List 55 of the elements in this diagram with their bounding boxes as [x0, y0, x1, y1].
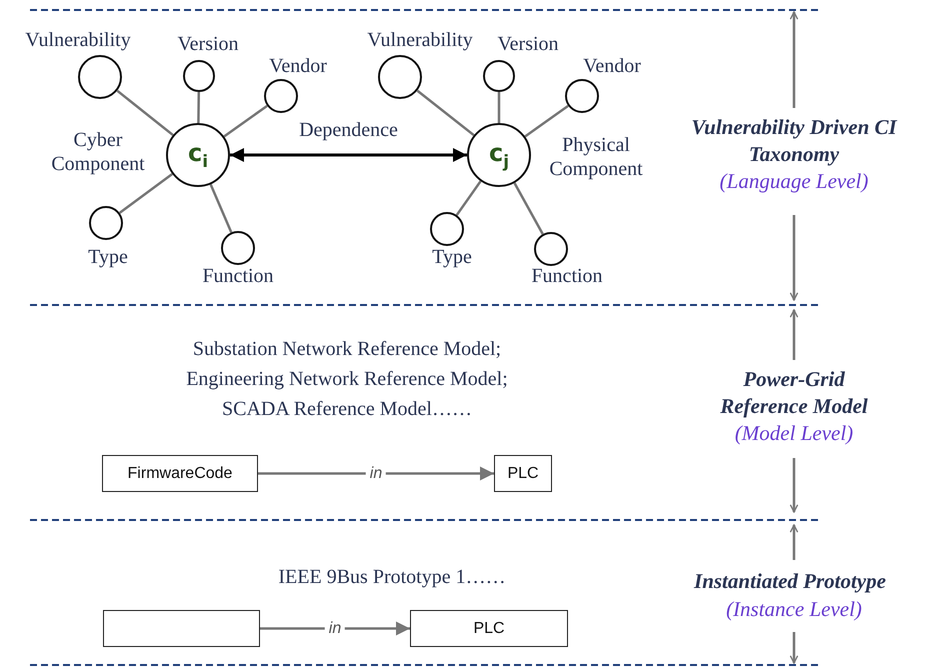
attribute-label: Function [201, 264, 275, 288]
attribute-circle [483, 60, 515, 92]
level-name: (Instance Level) [725, 596, 863, 623]
attribute-circle [89, 206, 123, 240]
attribute-label: Type [431, 245, 473, 269]
level-name: (Language Level) [718, 168, 870, 195]
class-box [102, 455, 258, 492]
component-symbol: c$_{i}$ [188, 138, 208, 172]
attribute-label: Vendor [268, 54, 328, 78]
class-box [410, 610, 568, 647]
level-name: (Model Level) [734, 420, 854, 447]
connector-line [210, 184, 232, 233]
connector-line [498, 92, 500, 123]
connector-line [116, 90, 174, 136]
component-node [166, 123, 230, 187]
attribute-label: Function [530, 264, 604, 288]
attribute-circle [78, 55, 122, 99]
attribute-label: Vendor [582, 54, 642, 78]
component-label: Cyber Component [50, 128, 146, 176]
attribute-circle [534, 232, 568, 266]
connector-line [524, 104, 569, 138]
connector-line [223, 104, 268, 138]
component-symbol: c$_{j}$ [488, 138, 510, 172]
attribute-label: Version [176, 32, 240, 56]
class-name: PLC [473, 620, 505, 638]
level-title: Power-Grid Reference Model [719, 366, 869, 420]
component-label: Physical Component [548, 133, 644, 181]
attribute-circle [565, 79, 599, 113]
connector-line [197, 92, 200, 124]
prototype-note: IEEE 9Bus Prototype 1…… [277, 565, 507, 590]
level-title: Instantiated Prototype [692, 568, 887, 595]
attribute-circle [378, 55, 422, 99]
attribute-label: Vulnerability [366, 28, 474, 52]
attribute-circle [221, 231, 255, 265]
attribute-label: Version [496, 32, 560, 56]
model-list: Substation Network Reference Model; Engineering Network Reference Model; SCADA Reference Model…… [157, 334, 537, 424]
edge-label: Dependence [298, 119, 399, 142]
attribute-circle [264, 79, 298, 113]
class-box [103, 610, 260, 647]
attribute-circle [430, 212, 464, 246]
connector-line [513, 182, 544, 235]
level-title: Vulnerability Driven CI Taxonomy [690, 114, 898, 168]
connector-line [456, 180, 482, 216]
arrow [230, 148, 467, 162]
arrow [258, 466, 494, 480]
connector-line [416, 90, 475, 136]
class-box [494, 455, 552, 492]
component-node [467, 123, 531, 187]
arrow [260, 622, 410, 636]
attribute-label: Type [87, 245, 129, 269]
attribute-circle [183, 60, 215, 92]
connector-line [118, 173, 173, 214]
attribute-label: Vulnerability [24, 28, 132, 52]
class-name: FirmwareCode [128, 464, 232, 482]
class-name: PLC [507, 464, 539, 482]
